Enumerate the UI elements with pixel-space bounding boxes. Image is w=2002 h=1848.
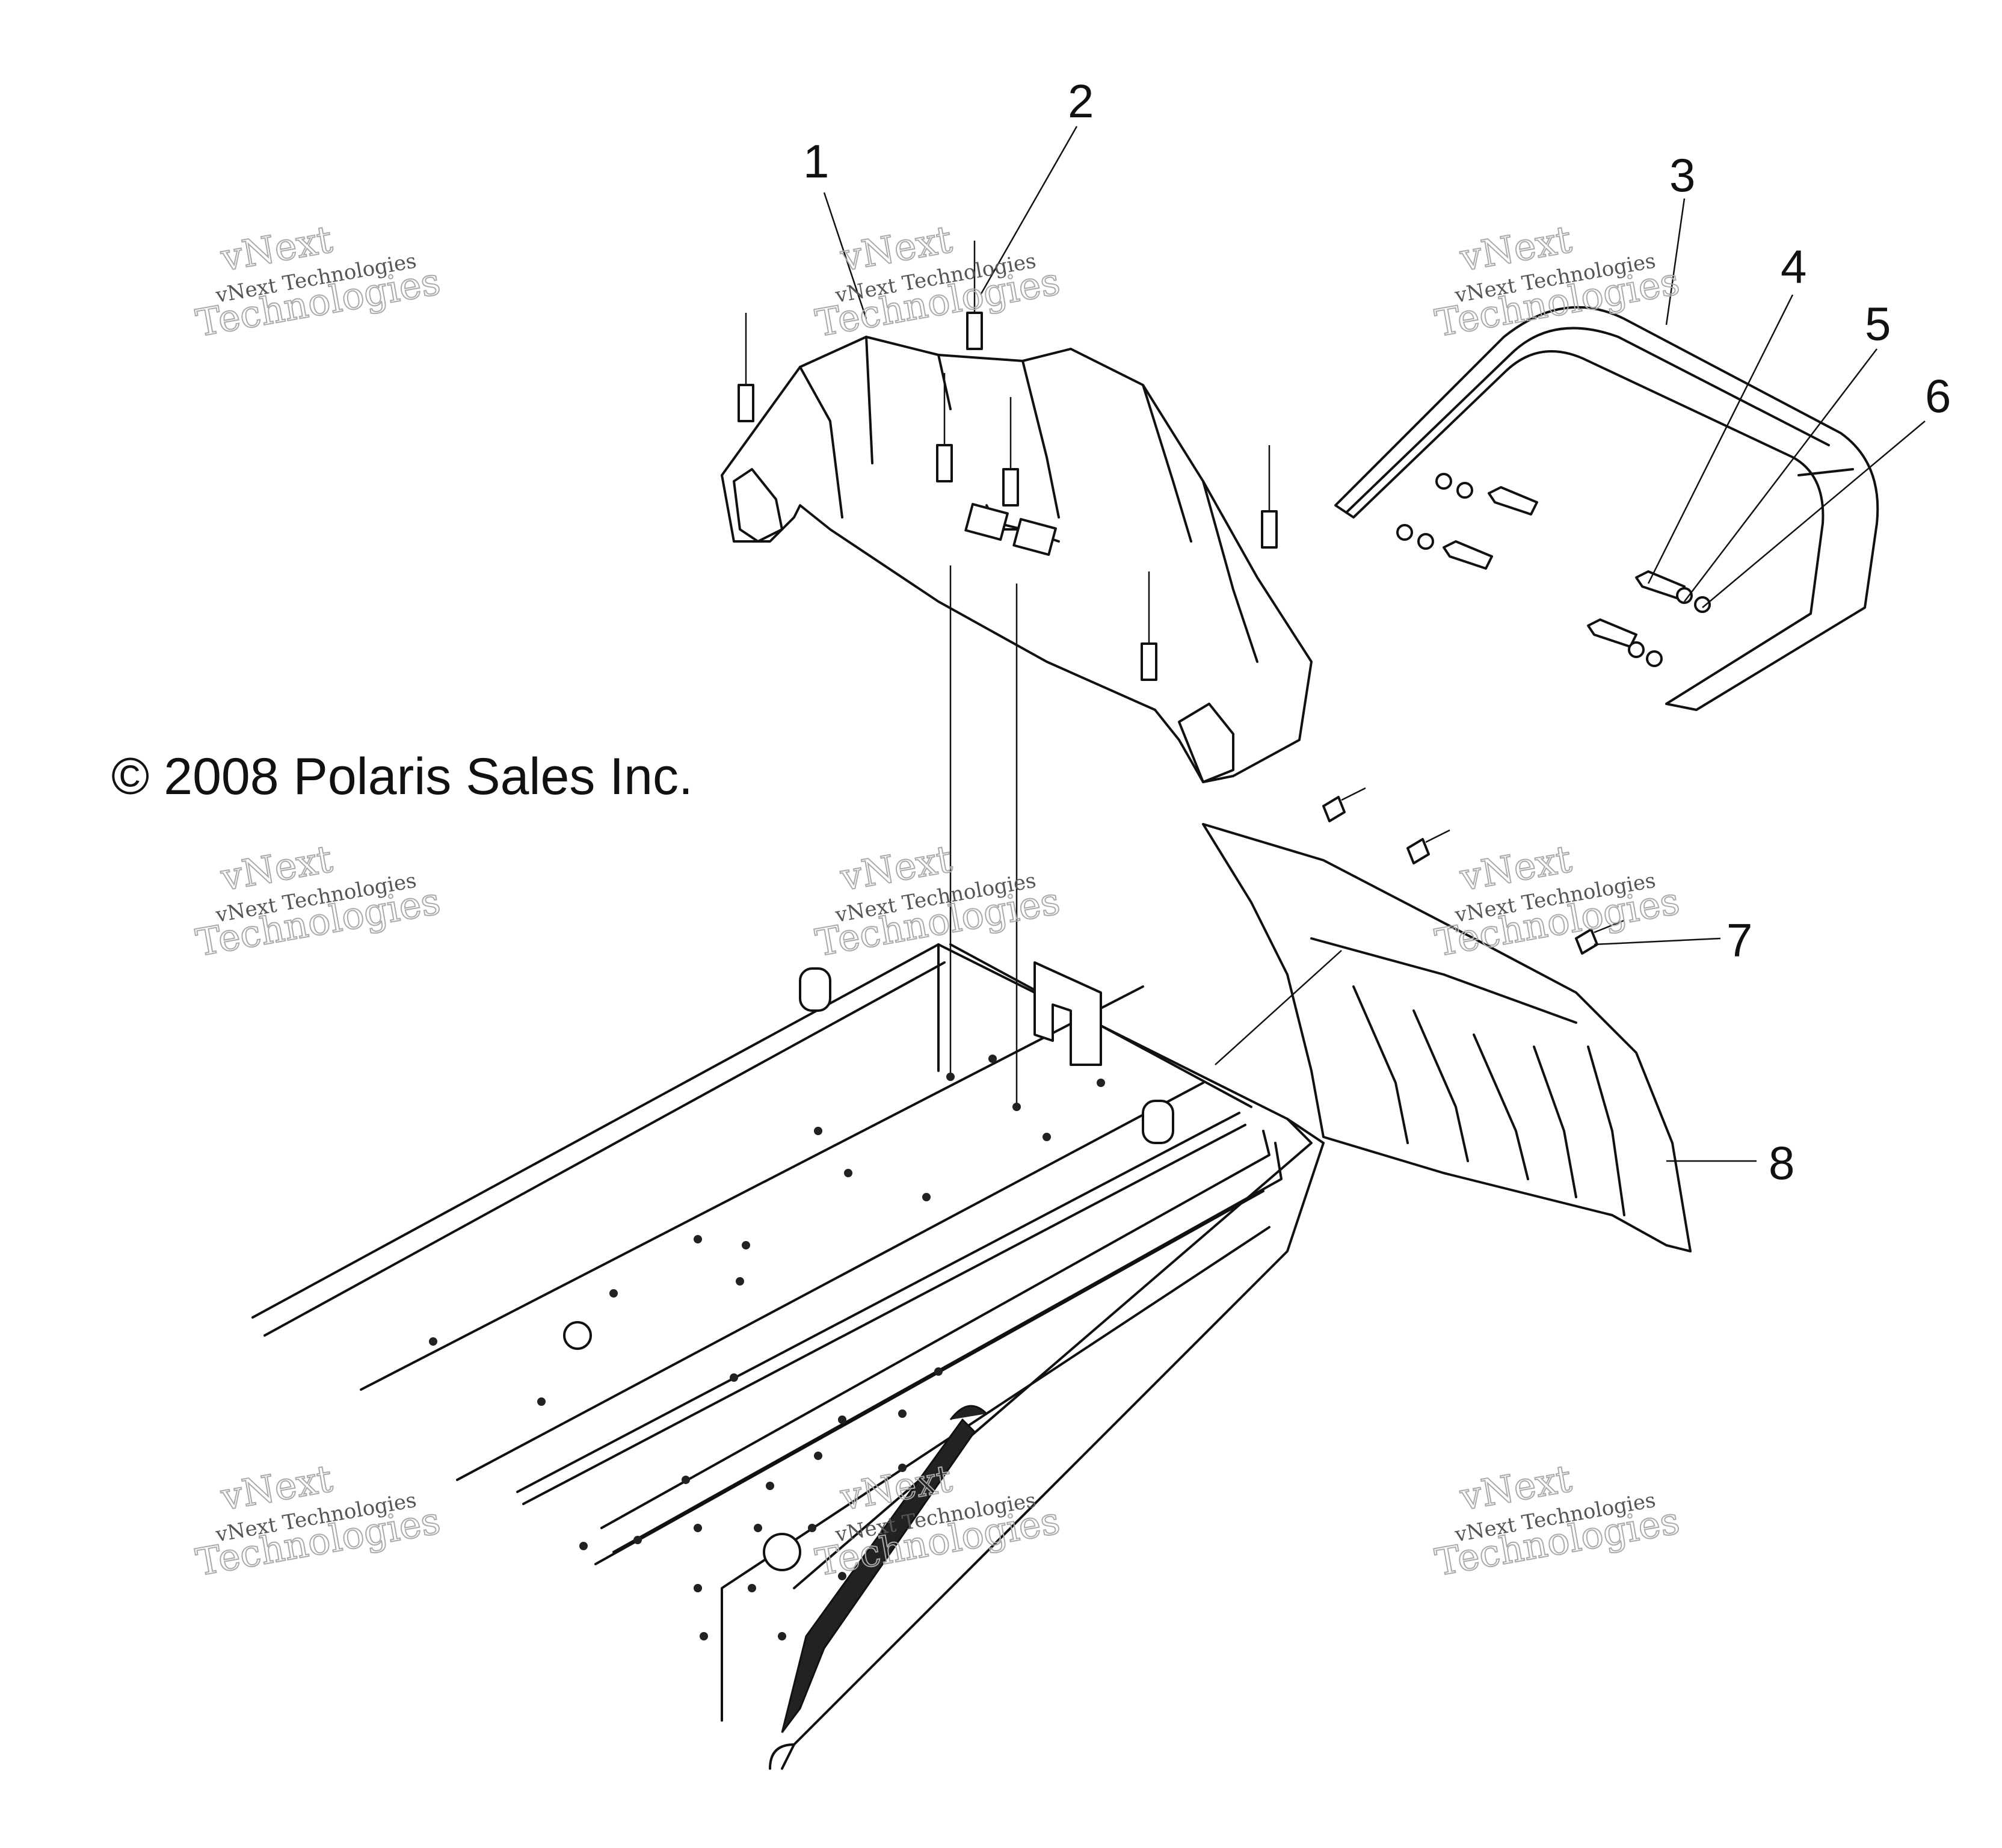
callout-4: 4 <box>1781 240 1806 293</box>
watermark: vNext vNext Technologies Technologies <box>1431 836 1683 966</box>
watermark: vNext vNext Technologies Technologies <box>1431 1456 1683 1585</box>
callout-3: 3 <box>1669 149 1695 202</box>
tunnel-holes <box>429 1055 1105 1640</box>
rear-shroud-part[interactable] <box>721 336 1313 783</box>
grab-bar-part[interactable] <box>1334 306 1879 711</box>
push-rivet-set <box>1322 787 1625 955</box>
leader-lines <box>823 126 1926 1162</box>
callout-2: 2 <box>1068 75 1094 128</box>
callout-6: 6 <box>1925 369 1951 422</box>
callout-1: 1 <box>803 135 829 188</box>
snow-flap-part[interactable] <box>1202 823 1692 1252</box>
watermark: vNext vNext Technologies Technologies <box>812 217 1064 346</box>
rivet-fasteners-1 <box>738 241 1278 681</box>
watermark: vNext vNext Technologies Technologies <box>192 836 444 966</box>
bolt-washer-set <box>1396 473 1711 667</box>
watermark: vNext vNext Technologies Technologies <box>192 1456 444 1585</box>
watermark: vNext vNext Technologies Technologies <box>812 1456 1064 1585</box>
callouts: 1 2 3 4 5 6 7 8 <box>803 75 1951 1189</box>
watermark: vNext vNext Technologies Technologies <box>812 836 1064 966</box>
tunnel-chassis <box>251 943 1325 1770</box>
watermarks: vNext vNext Technologies Technologies vN… <box>192 217 1683 1585</box>
callout-8: 8 <box>1769 1136 1794 1189</box>
copyright-notice: © 2008 Polaris Sales Inc. <box>111 748 693 805</box>
callout-5: 5 <box>1865 297 1891 350</box>
callout-7: 7 <box>1726 914 1752 967</box>
watermark: vNext vNext Technologies Technologies <box>1431 217 1683 346</box>
watermark: vNext vNext Technologies Technologies <box>192 217 444 346</box>
